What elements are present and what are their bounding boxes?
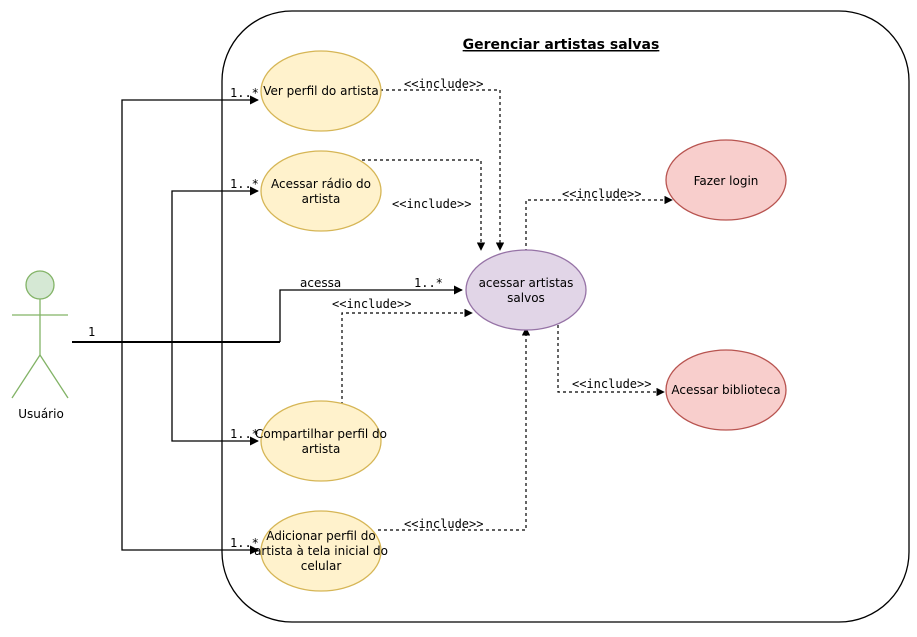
include-lines: [341, 89, 673, 531]
use-case-adicionar-line2: artista à tela inicial do: [254, 544, 388, 558]
use-case-acessar-biblioteca-label: Acessar biblioteca: [671, 383, 780, 397]
multiplicity-ver-perfil: 1..*: [230, 86, 259, 100]
include-label-acessar-biblioteca: <<include>>: [572, 377, 651, 391]
multiplicity-adicionar: 1..*: [230, 536, 259, 550]
use-case-acessar-radio[interactable]: Acessar rádio do artista: [260, 150, 382, 232]
association-label-acessa: acessa: [300, 276, 341, 290]
actor-usuario[interactable]: [11, 270, 69, 399]
use-case-adicionar-line3: celular: [301, 559, 342, 573]
use-case-acessar-radio-line2: artista: [302, 192, 341, 206]
association-lines: [72, 95, 463, 555]
use-case-compartilhar[interactable]: Compartilhar perfil do artista: [255, 400, 387, 482]
use-case-acessar-radio-line1: Acessar rádio do: [271, 177, 371, 191]
multiplicity-compartilhar: 1..*: [230, 427, 259, 441]
use-case-adicionar[interactable]: Adicionar perfil do artista à tela inici…: [254, 510, 388, 592]
use-case-ver-perfil[interactable]: Ver perfil do artista: [260, 50, 382, 132]
include-label-acessar-radio: <<include>>: [392, 197, 471, 211]
use-case-compartilhar-line1: Compartilhar perfil do: [255, 427, 387, 441]
use-case-acessar-biblioteca[interactable]: Acessar biblioteca: [665, 349, 787, 431]
use-case-ver-perfil-label: Ver perfil do artista: [263, 84, 378, 98]
system-title: Gerenciar artistas salvas: [463, 37, 660, 53]
use-case-acessar-artistas-salvos[interactable]: acessar artistas salvos: [465, 249, 587, 331]
use-case-fazer-login[interactable]: Fazer login: [665, 139, 787, 221]
use-case-adicionar-line1: Adicionar perfil do: [266, 529, 376, 543]
multiplicity-actor: 1: [88, 325, 95, 339]
use-case-compartilhar-line2: artista: [302, 442, 341, 456]
actor-label: Usuário: [18, 407, 64, 421]
multiplicity-acessar-radio: 1..*: [230, 177, 259, 191]
include-label-compartilhar: <<include>>: [332, 297, 411, 311]
include-label-adicionar: <<include>>: [404, 517, 483, 531]
actor-head: [25, 270, 55, 300]
actor-label-bg: [16, 405, 66, 422]
use-case-fazer-login-label: Fazer login: [694, 174, 759, 188]
use-case-acessar-artistas-line2: salvos: [507, 291, 545, 305]
include-label-ver-perfil: <<include>>: [404, 77, 483, 91]
include-label-fazer-login: <<include>>: [562, 187, 641, 201]
use-case-acessar-artistas-line1: acessar artistas: [479, 276, 574, 290]
multiplicity-acessar-artistas: 1..*: [414, 276, 443, 290]
